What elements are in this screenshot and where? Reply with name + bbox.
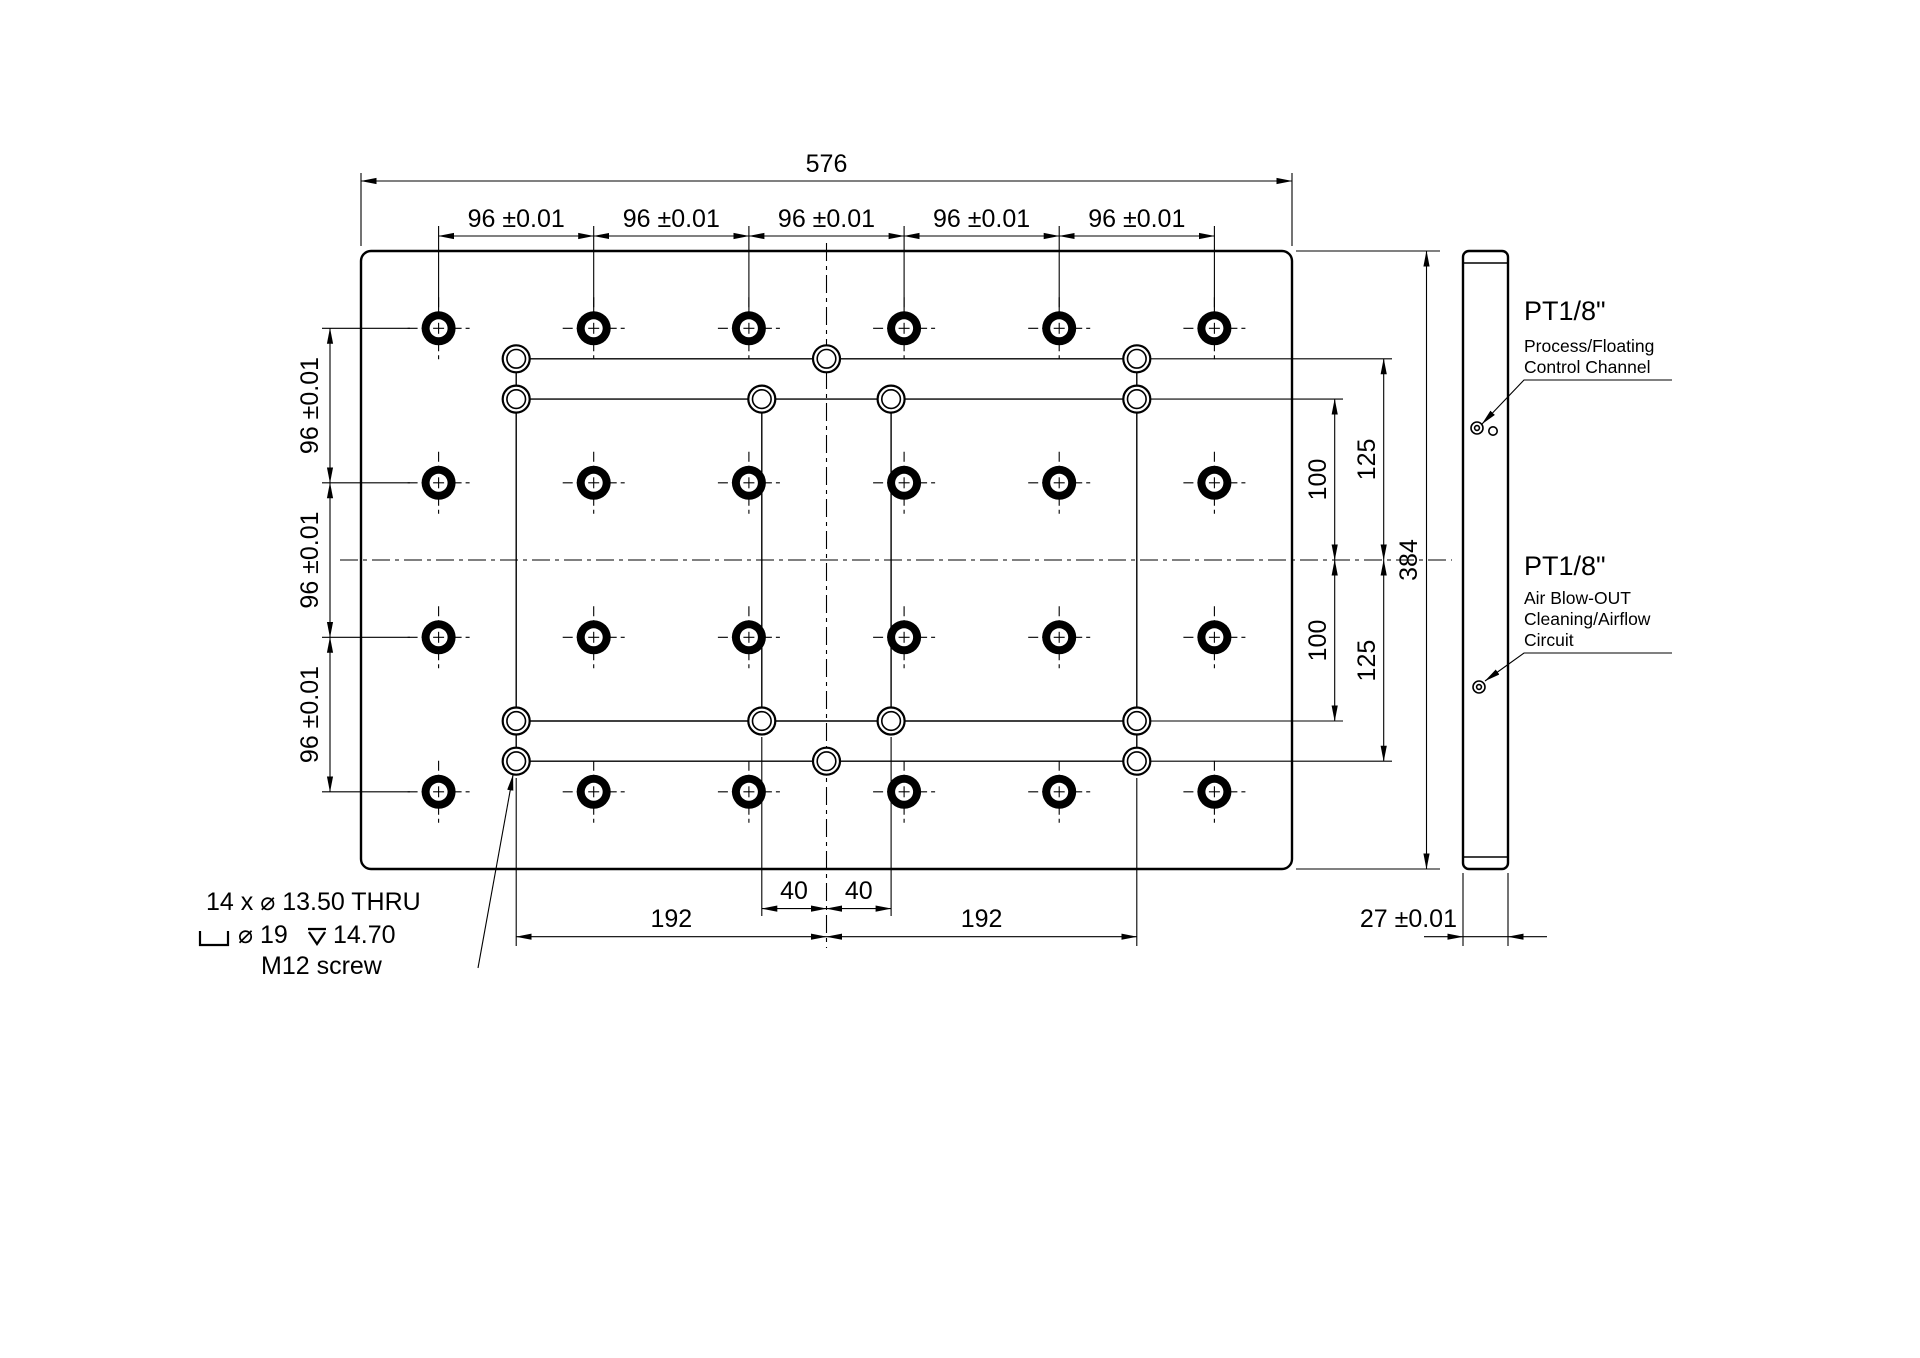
- screw-hole: [811, 344, 842, 374]
- mount-hole: [1183, 606, 1246, 669]
- port-top-title: PT1/8": [1524, 296, 1606, 326]
- hole-callout-leader: [477, 774, 514, 969]
- front-view: [340, 243, 1452, 948]
- dim-100-top: 100: [1304, 459, 1332, 501]
- dim-40-left: 40: [780, 877, 808, 905]
- hole-note-line1: 14 x ⌀ 13.50 THRU: [206, 888, 421, 916]
- dim-pitch-top-2: 96 ±0.01: [623, 205, 720, 233]
- screw-hole: [1122, 384, 1152, 414]
- centerlines: [340, 243, 1452, 948]
- screw-hole: [811, 746, 842, 776]
- dim-125-bottom: 125: [1353, 640, 1381, 682]
- screw-hole: [747, 706, 777, 736]
- port-bottom-line2: Cleaning/Airflow: [1524, 609, 1651, 629]
- port-bottom-leader: [1484, 652, 1672, 682]
- dim-125-top: 125: [1353, 439, 1381, 481]
- port-top-leader: [1481, 379, 1672, 425]
- mount-hole: [562, 451, 625, 514]
- screw-hole: [501, 344, 531, 374]
- mount-hole: [1183, 760, 1246, 823]
- screw-hole: [876, 384, 906, 414]
- side-view: [1461, 249, 1510, 871]
- mount-hole: [873, 297, 936, 360]
- hole-grid: [407, 297, 1246, 823]
- mount-hole: [407, 606, 470, 669]
- port-top-line2: Control Channel: [1524, 357, 1650, 377]
- mount-hole: [1028, 451, 1091, 514]
- channel-lines: [515, 358, 1138, 762]
- side-port-top: [1470, 421, 1499, 436]
- screw-hole: [501, 746, 531, 776]
- dim-192-left: 192: [650, 905, 692, 933]
- hole-callout: 14 x ⌀ 13.50 THRU ⌀ 19 14.70 M12 screw: [198, 774, 514, 980]
- dimension-labels: 576 96 ±0.01 96 ±0.01 96 ±0.01 96 ±0.01 …: [296, 150, 1457, 933]
- mount-hole: [717, 451, 780, 514]
- mount-hole: [1028, 606, 1091, 669]
- port-bottom-line3: Circuit: [1524, 630, 1574, 650]
- dim-192-right: 192: [961, 905, 1003, 933]
- dim-pitch-top-1: 96 ±0.01: [468, 205, 565, 233]
- dim-40-right: 40: [845, 877, 873, 905]
- counterbore-icon: [198, 931, 230, 947]
- dim-overall-height: 384: [1395, 539, 1423, 581]
- hole-note-depth: 14.70: [333, 921, 396, 949]
- dim-pitch-left-2: 96 ±0.01: [296, 511, 324, 608]
- mount-hole: [717, 297, 780, 360]
- hole-note-cbore-dia: ⌀ 19: [238, 921, 288, 949]
- dim-pitch-left-3: 96 ±0.01: [296, 666, 324, 763]
- port-bottom-line1: Air Blow-OUT: [1524, 588, 1631, 608]
- screw-hole: [501, 384, 531, 414]
- mount-hole: [562, 760, 625, 823]
- side-port-bottom: [1472, 680, 1486, 694]
- screw-hole: [1122, 746, 1152, 776]
- port-annotation-top: PT1/8" Process/Floating Control Channel: [1481, 296, 1672, 425]
- mount-hole: [1028, 297, 1091, 360]
- port-bottom-title: PT1/8": [1524, 551, 1606, 581]
- mount-hole: [873, 760, 936, 823]
- side-edge-lines: [1463, 262, 1508, 858]
- port-annotation-bottom: PT1/8" Air Blow-OUT Cleaning/Airflow Cir…: [1484, 551, 1672, 682]
- port-top-line1: Process/Floating: [1524, 336, 1654, 356]
- mount-hole: [873, 606, 936, 669]
- mount-hole: [562, 606, 625, 669]
- dim-pitch-top-5: 96 ±0.01: [1088, 205, 1185, 233]
- mount-hole: [873, 451, 936, 514]
- depth-icon: [308, 927, 326, 946]
- dim-pitch-left-1: 96 ±0.01: [296, 357, 324, 454]
- mount-hole: [717, 760, 780, 823]
- screw-hole: [1122, 706, 1152, 736]
- dim-100-bottom: 100: [1304, 620, 1332, 662]
- dim-overall-width: 576: [806, 150, 848, 178]
- mount-hole: [717, 606, 780, 669]
- screw-hole: [501, 706, 531, 736]
- mount-hole: [1028, 760, 1091, 823]
- dim-thickness: 27 ±0.01: [1360, 905, 1457, 933]
- screw-hole: [747, 384, 777, 414]
- mount-hole: [407, 297, 470, 360]
- side-plate-outline: [1461, 249, 1510, 871]
- mount-hole: [1183, 451, 1246, 514]
- mount-hole: [407, 451, 470, 514]
- mount-hole: [562, 297, 625, 360]
- dim-pitch-top-4: 96 ±0.01: [933, 205, 1030, 233]
- mount-hole: [407, 760, 470, 823]
- dim-pitch-top-3: 96 ±0.01: [778, 205, 875, 233]
- dimension-lines: [326, 177, 1547, 940]
- hole-note-line3: M12 screw: [261, 952, 383, 980]
- mount-hole: [1183, 297, 1246, 360]
- screw-hole: [876, 706, 906, 736]
- screw-hole: [1122, 344, 1152, 374]
